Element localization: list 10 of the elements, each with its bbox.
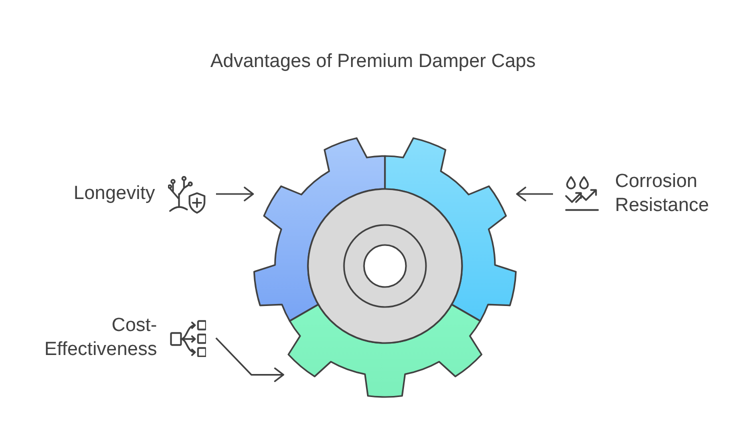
diagram-title: Advantages of Premium Damper Caps xyxy=(210,51,536,73)
arrow xyxy=(516,186,553,202)
gear-segment xyxy=(253,137,386,322)
benefit-label: Cost-Effectiveness xyxy=(44,314,157,362)
gear-segment xyxy=(288,304,482,398)
benefit-label: Corrosion Resistance xyxy=(615,170,709,218)
benefit-label: Longevity xyxy=(74,182,155,206)
gear-segment xyxy=(384,137,517,322)
arrow xyxy=(215,337,284,382)
arrow xyxy=(216,186,254,202)
